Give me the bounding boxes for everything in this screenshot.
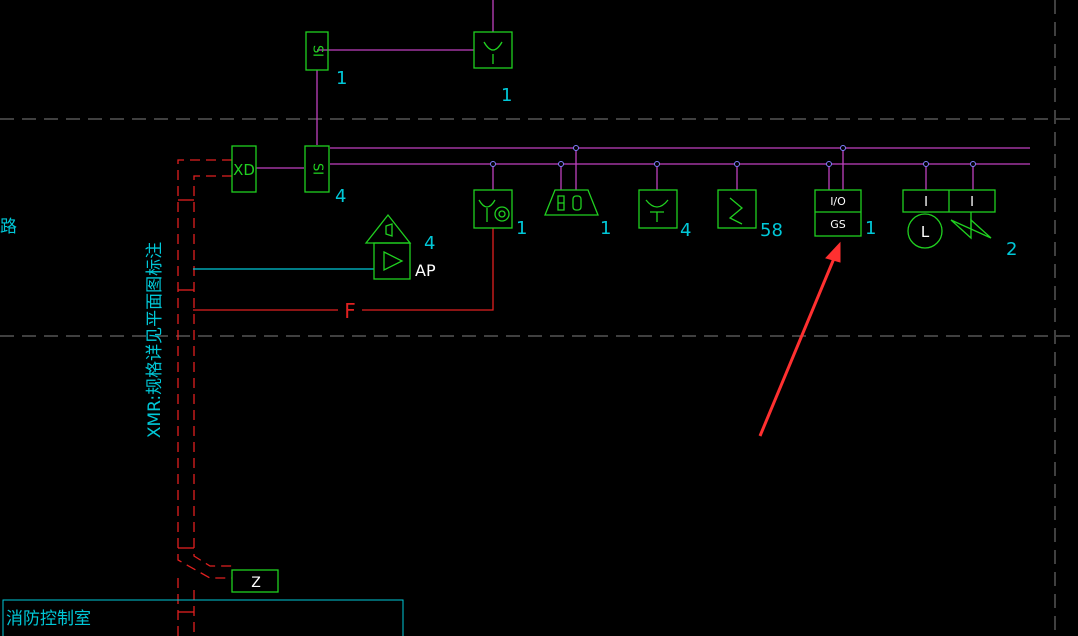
si-top-label: SI	[310, 45, 325, 57]
heat-detector-icon	[645, 199, 669, 222]
smoke-detector-icon	[728, 197, 744, 225]
manual-station	[544, 189, 599, 216]
smoke-top-count: 1	[501, 85, 512, 106]
valve-left-label: I	[924, 195, 928, 210]
manual-station-icon-b	[557, 195, 565, 211]
si-top-count: 1	[336, 68, 347, 89]
si-bus-label: SI	[310, 163, 325, 175]
alarm-count: 4	[424, 233, 435, 254]
annotation-arrow	[758, 241, 841, 437]
valve-motor-icon	[907, 213, 943, 249]
fire-f-line	[193, 228, 494, 311]
valve-count: 2	[1006, 239, 1017, 260]
xd-label: XD	[233, 161, 255, 179]
bus-junctions	[490, 145, 976, 167]
combo-detector-count: 1	[516, 218, 527, 239]
heat-detector-count: 4	[680, 220, 691, 241]
left-edge-text: 路	[0, 217, 17, 237]
alarm-speaker-icon	[383, 250, 404, 272]
cable-note: XMR:规格详见平面图标注	[145, 242, 165, 438]
valve-l-label: L	[921, 223, 930, 241]
si-bus-count: 4	[335, 186, 346, 207]
manual-station-icon-0	[572, 195, 582, 211]
control-room-box	[2, 599, 404, 636]
fire-line-label: F	[344, 299, 356, 323]
smoke-detector-count: 58	[760, 220, 783, 241]
ap-label: AP	[415, 261, 436, 280]
bus-lines	[256, 0, 1030, 190]
heat-detector	[638, 189, 678, 229]
arrow-shaft	[758, 255, 837, 437]
manual-station-count: 1	[600, 218, 611, 239]
si-top-module	[305, 31, 329, 71]
z-module	[231, 569, 279, 593]
symbols	[231, 31, 996, 593]
alarm-roof	[364, 213, 412, 244]
arrow-head	[825, 241, 841, 263]
io-module-count: 1	[865, 218, 876, 239]
alarm-body	[373, 242, 411, 280]
xd-module	[231, 145, 257, 193]
smoke-top-symbol	[473, 31, 513, 69]
smoke-detector	[717, 189, 757, 229]
io-module	[814, 189, 862, 237]
combo-heat-icon	[494, 206, 510, 222]
fire-conduit	[177, 159, 232, 636]
alarm-bell-icon	[385, 223, 393, 237]
control-room-label: 消防控制室	[6, 609, 91, 629]
smoke-top-icon	[483, 41, 503, 64]
z-label: Z	[251, 575, 261, 591]
combo-detector	[473, 189, 513, 229]
si-bus-module	[304, 145, 330, 193]
gs-label: GS	[830, 218, 846, 231]
combo-smoke-icon	[478, 199, 496, 222]
valve-right-label: I	[970, 195, 974, 210]
io-label: I/O	[830, 195, 846, 208]
conduit-ticks	[178, 199, 194, 613]
